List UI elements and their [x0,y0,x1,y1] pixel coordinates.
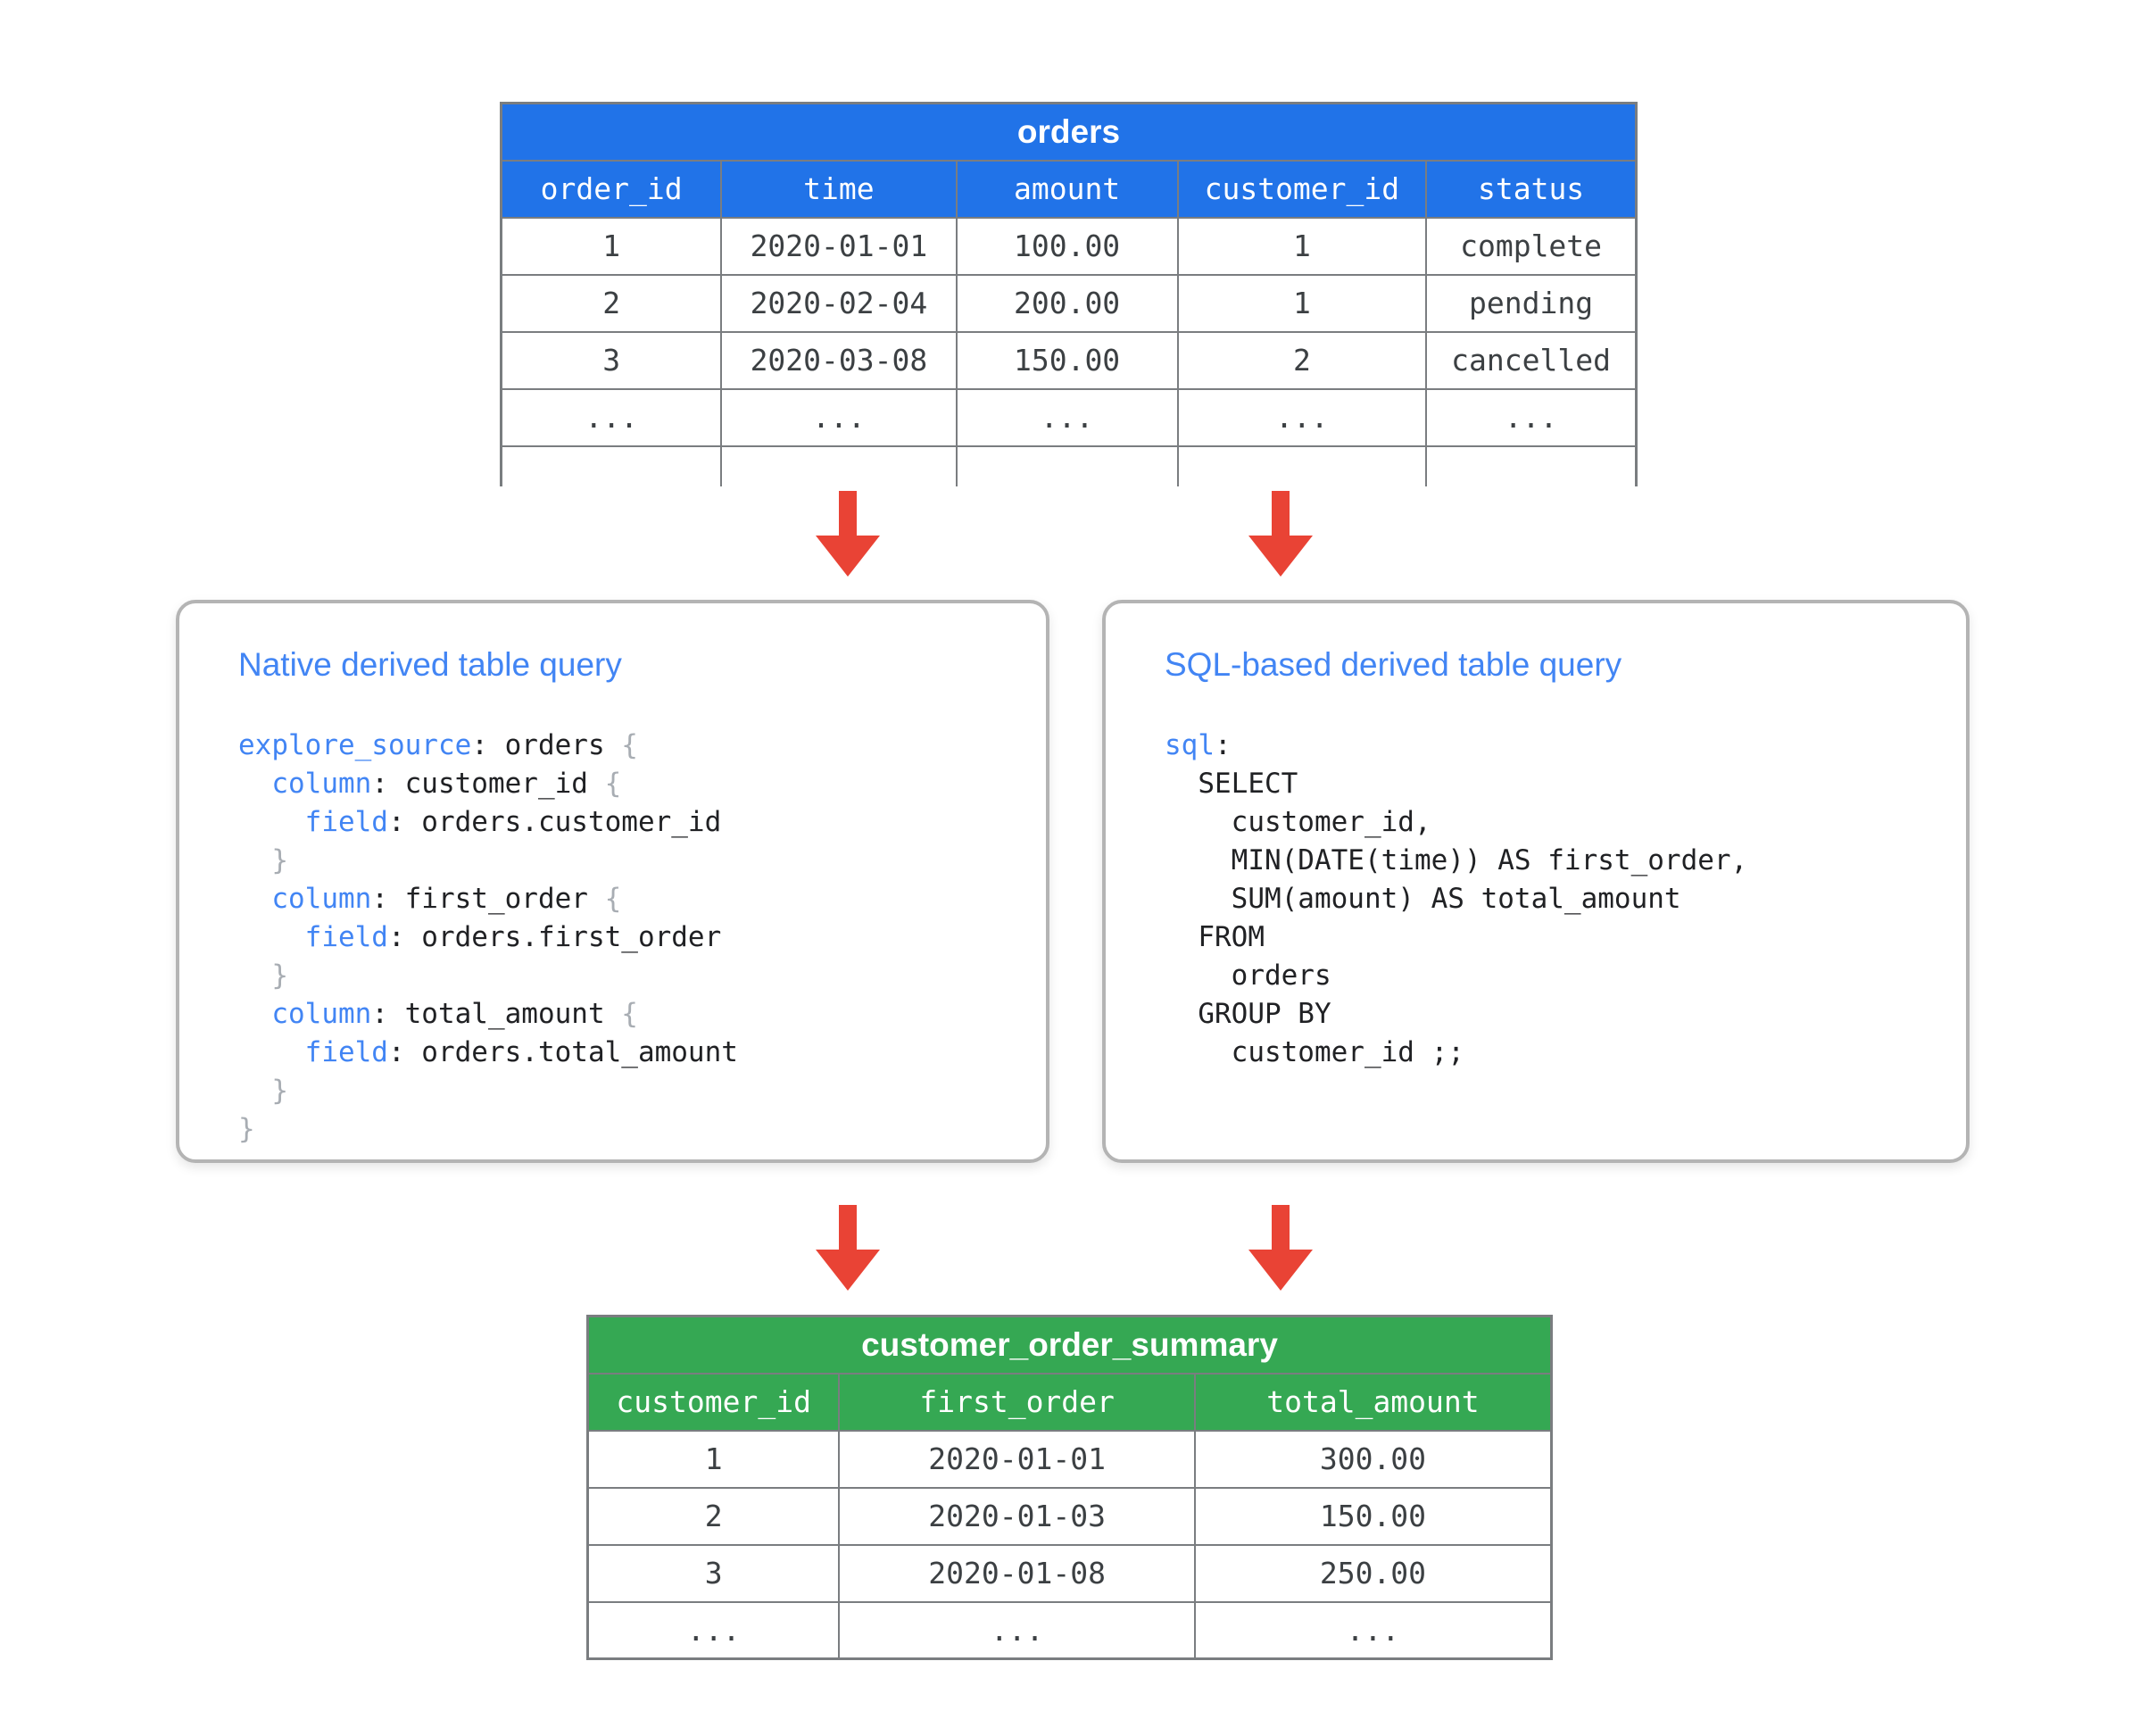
table-cell: 1 [500,216,723,276]
table-cell: 2020-01-08 [838,1543,1196,1603]
table-title-row: orders [500,102,1638,162]
column-header: total_amount [1193,1372,1553,1432]
table-cell: pending [1425,273,1638,333]
code-line: SELECT [1165,768,1298,800]
table-cell: ... [1193,1600,1553,1660]
table-title: orders [500,102,1638,162]
code-line: customer_id, [1165,806,1431,838]
table-cell: 2 [586,1486,841,1546]
code-line: } [238,1075,288,1107]
table-cell: 150.00 [955,330,1179,390]
code-line: field: orders.total_amount [304,1036,738,1068]
column-header: status [1425,159,1638,219]
table-cell: 3 [586,1543,841,1603]
code-line: MIN(DATE(time)) AS first_order, [1165,844,1748,876]
code-line: explore_source: orders { [238,729,638,761]
table-cell [1425,444,1638,486]
code-line: column: first_order { [271,883,622,915]
column-header: first_order [838,1372,1196,1432]
table-cell: ... [720,387,958,447]
sql-code: sql: SELECT customer_id, MIN(DATE(time))… [1165,727,1747,1072]
table-cell: 2020-01-01 [720,216,958,276]
table-cell: ... [955,387,1179,447]
down-arrow-icon [816,491,880,577]
native-box-title: Native derived table query [238,646,622,683]
table-cell: 1 [1176,216,1428,276]
column-header: time [720,159,958,219]
column-header: customer_id [1176,159,1428,219]
table-cell: 2 [1176,330,1428,390]
code-line: GROUP BY [1165,998,1331,1030]
table-cell: 300.00 [1193,1429,1553,1489]
table-cell [500,444,723,486]
code-line: customer_id ;; [1165,1036,1464,1068]
down-arrow-icon [816,1205,880,1291]
code-line: column: total_amount { [271,998,638,1030]
column-header: customer_id [586,1372,841,1432]
table-cell: ... [1176,387,1428,447]
table-row: ............... [500,387,1638,447]
table-cell: 1 [586,1429,841,1489]
table-title-row: customer_order_summary [586,1315,1553,1375]
code-line: column: customer_id { [271,768,622,800]
table-cell: ... [838,1600,1196,1660]
table-cell: 250.00 [1193,1543,1553,1603]
table-cell: 200.00 [955,273,1179,333]
sql-derived-table-box: SQL-based derived table query sql: SELEC… [1102,600,1970,1163]
table-cell: 2020-02-04 [720,273,958,333]
code-line: } [238,844,288,876]
down-arrow-icon [1248,1205,1313,1291]
table-cell: 150.00 [1193,1486,1553,1546]
table-cell: 2020-03-08 [720,330,958,390]
down-arrow-icon [1248,491,1313,577]
table-cell [955,444,1179,486]
code-line: field: orders.customer_id [304,806,722,838]
table-cell: complete [1425,216,1638,276]
table-cell: 100.00 [955,216,1179,276]
column-header: amount [955,159,1179,219]
column-header: order_id [500,159,723,219]
code-line: FROM [1165,921,1265,953]
code-line: orders [1165,959,1331,992]
sql-box-title: SQL-based derived table query [1165,646,1622,683]
code-line: SUM(amount) AS total_amount [1165,883,1681,915]
native-lookml-code: explore_source: orders { column: custome… [238,727,738,1149]
table-cell [1176,444,1428,486]
code-line: } [238,1113,255,1145]
code-line: } [238,959,288,992]
native-derived-table-box: Native derived table query explore_sourc… [176,600,1049,1163]
code-line: field: orders.first_order [304,921,722,953]
table-cell: 3 [500,330,723,390]
table-cell: cancelled [1425,330,1638,390]
table-cell: 2 [500,273,723,333]
table-row: ......... [586,1600,1553,1660]
table-cell: ... [1425,387,1638,447]
table-cell: ... [586,1600,841,1660]
table-row [500,444,1638,486]
table-title: customer_order_summary [586,1315,1553,1375]
table-cell: 1 [1176,273,1428,333]
table-cell: ... [500,387,723,447]
code-line: sql: [1165,729,1232,761]
table-cell: 2020-01-01 [838,1429,1196,1489]
table-cell [720,444,958,486]
table-cell: 2020-01-03 [838,1486,1196,1546]
